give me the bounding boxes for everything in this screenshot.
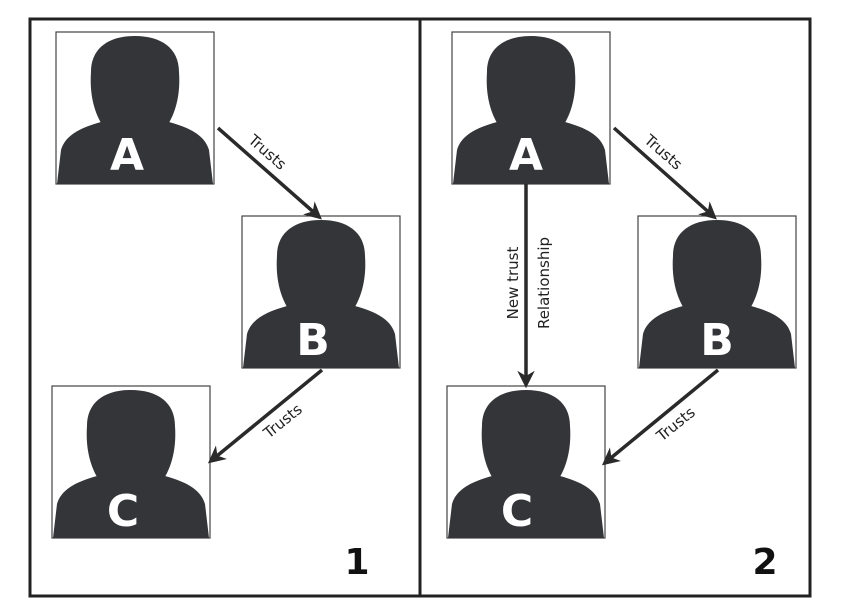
person-c-label: C — [107, 486, 139, 537]
panel-number: 2 — [752, 542, 777, 583]
arrow-b-to-c — [601, 368, 720, 466]
person-b-card: B — [637, 215, 797, 369]
person-a-card: A — [451, 31, 611, 185]
person-b-label: B — [700, 315, 734, 366]
arrow-a-to-b — [612, 126, 717, 220]
edge-label-a-to-c-line1: New trust — [504, 247, 522, 320]
person-a-label: A — [509, 130, 543, 181]
person-c-label: C — [501, 486, 533, 537]
panel-2: A B C Trusts Trusts New trust Relationsh… — [446, 31, 797, 583]
edge-label-a-to-b: Trusts — [244, 130, 290, 173]
person-b-label: B — [296, 315, 330, 366]
person-a-card: A — [55, 31, 215, 185]
person-c-card: C — [51, 385, 211, 539]
arrow-a-to-b — [216, 126, 322, 220]
person-c-card: C — [446, 385, 606, 539]
edge-label-a-to-c-line2: Relationship — [535, 237, 553, 329]
edge-label-b-to-c: Trusts — [652, 403, 699, 446]
person-b-card: B — [241, 215, 401, 369]
edge-label-a-to-b: Trusts — [640, 130, 686, 173]
panel-number: 1 — [344, 542, 369, 583]
panel-1: A B C Trusts Trusts 1 — [51, 31, 401, 583]
person-a-label: A — [110, 130, 144, 181]
edge-label-b-to-c: Trusts — [259, 400, 306, 443]
arrow-b-to-c — [207, 368, 324, 464]
